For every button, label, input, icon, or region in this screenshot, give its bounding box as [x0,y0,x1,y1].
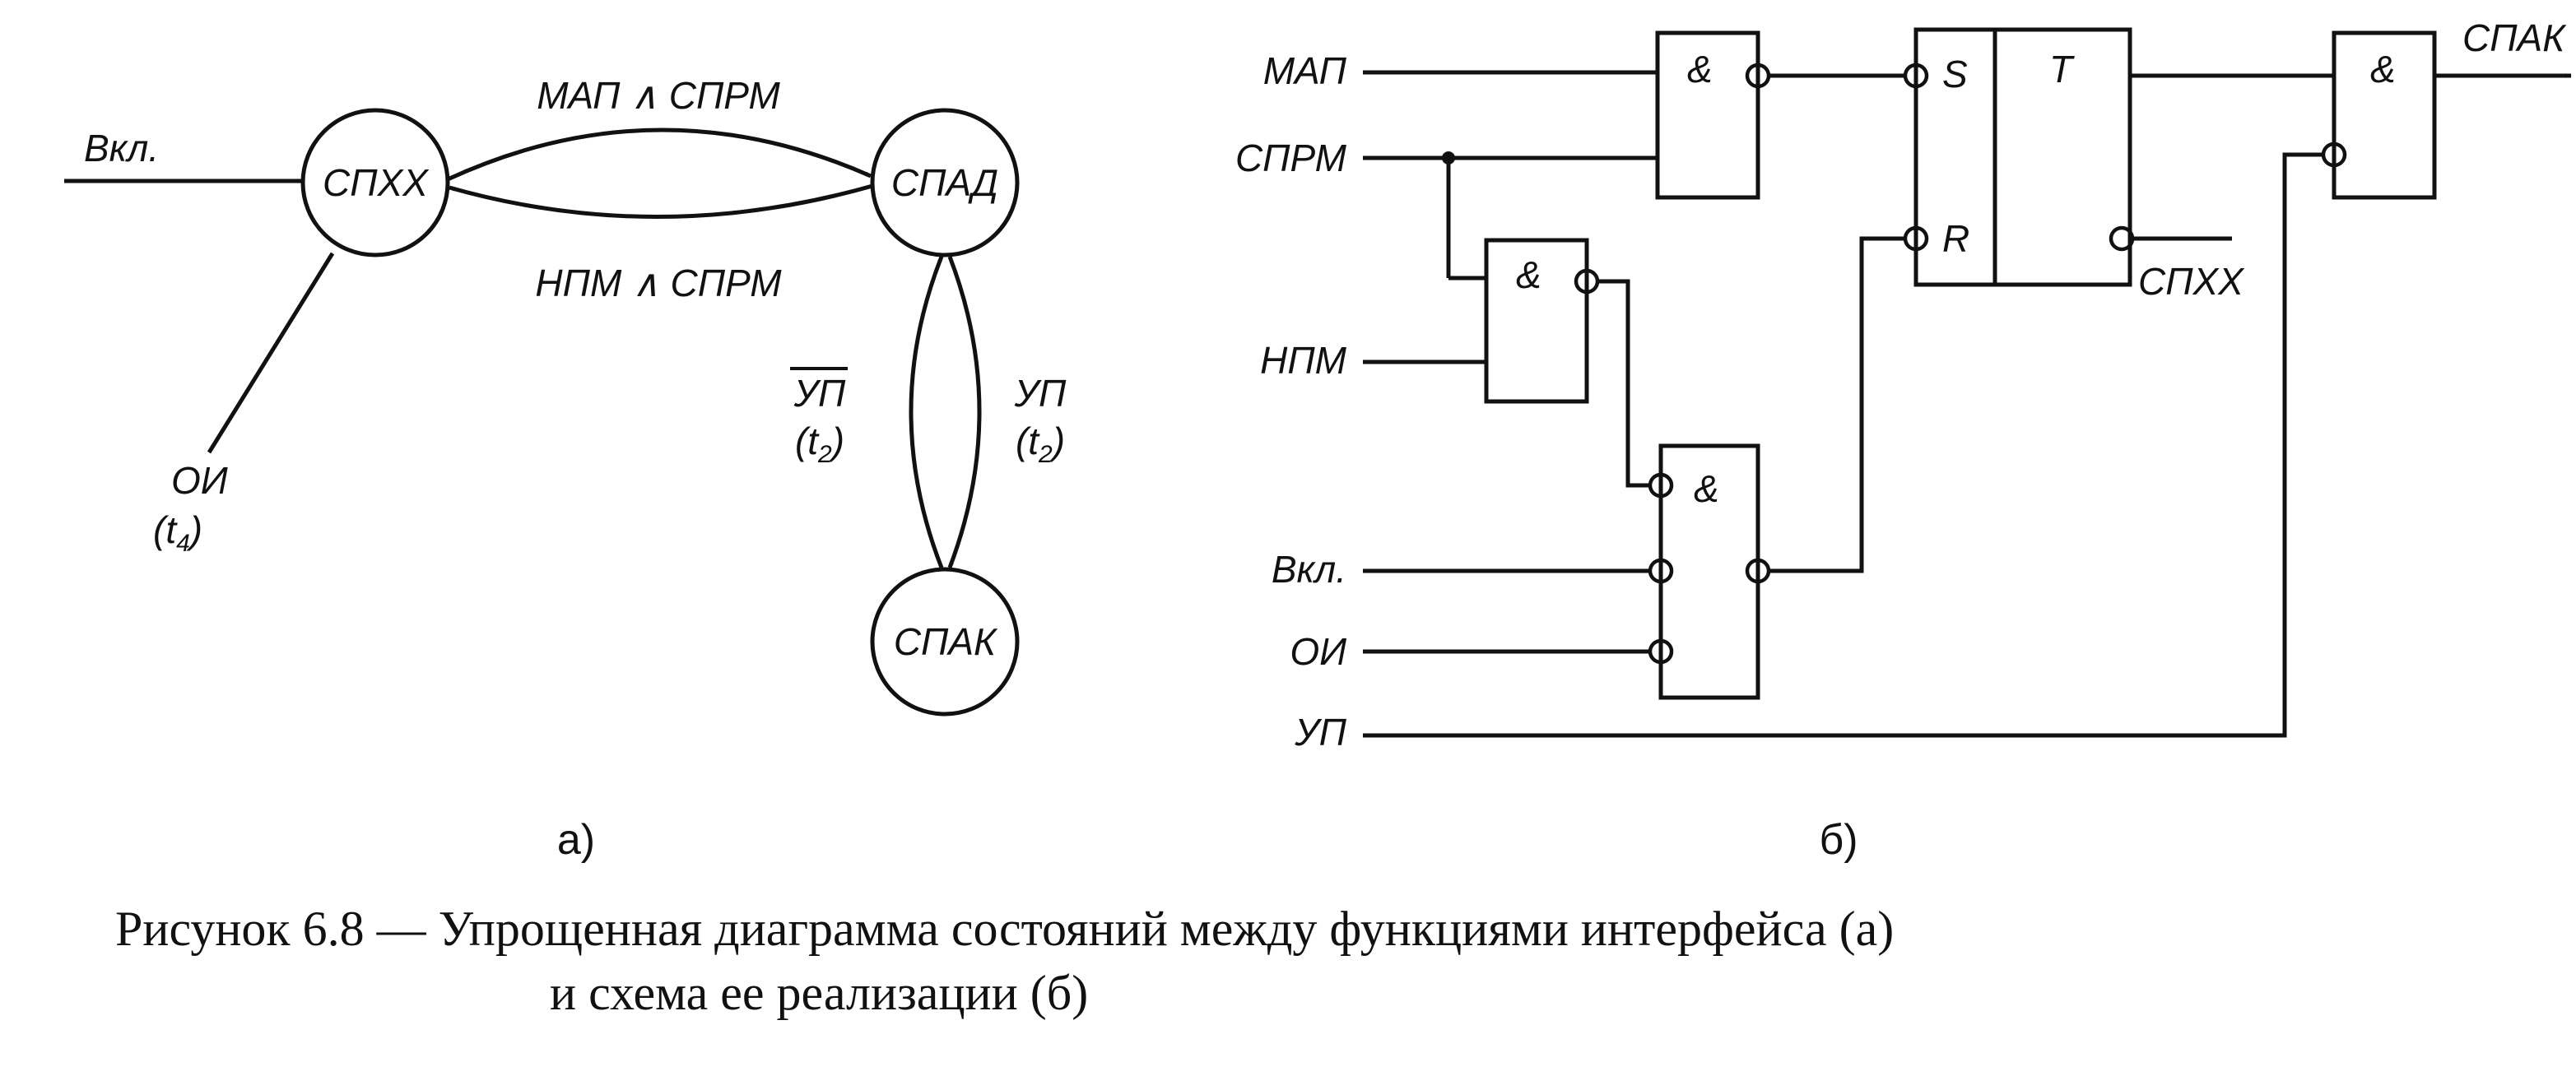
wire-gate-2-to-gate-3 [1597,279,1651,488]
transition-up-arrow [947,256,982,568]
input-up-label: УП [1294,711,1346,754]
transition-map-sprm-label: МАП ∧ СПРМ [537,74,780,117]
transition-oi-arrow [207,252,335,454]
output-spxx-label: СПХХ [2138,260,2245,303]
state-spad-circle [870,108,1020,257]
input-vkl-label: Вкл. [1272,548,1346,591]
trigger-box [1913,27,2132,287]
input-sprm-label: СПРМ [1235,137,1347,179]
gate-1-box [1655,30,1760,200]
transition-not-up-arrow [909,256,944,568]
panel-a-label: а) [557,816,595,864]
wire-gate-3-to-r [1769,236,1906,573]
gate-3-input-1-inverter [1648,472,1674,499]
input-map-label: МАП [1263,49,1347,92]
trigger-s-inverter [1903,63,1929,89]
state-diagram: СПХХ СПАД СПАК Вкл. ОИ (t4) МАП ∧ СПРМ Н… [64,74,1067,864]
gate-1-symbol: & [1687,48,1713,90]
gate-2-box [1484,238,1589,404]
transition-oi-label: ОИ [171,459,228,502]
trigger-r-label: R [1942,217,1969,260]
gate-2-symbol: & [1516,253,1541,296]
transition-oi-time: (t4) [153,508,202,557]
output-spak-label: СПАК [2462,16,2567,59]
gate-3-box [1658,443,1760,700]
transition-npm-sprm-arrow [449,183,873,219]
state-spxx-label: СПХХ [323,161,430,204]
trigger-r-inverter [1903,225,1929,252]
transition-map-sprm-arrow [446,128,872,182]
transition-vkl-label: Вкл. [84,127,159,169]
input-npm-label: НПМ [1260,339,1347,382]
trigger-t-label: T [2049,48,2075,90]
panel-b-label: б) [1819,816,1858,864]
circuit-diagram: МАП СПРМ НПМ Вкл. ОИ УП & & & [1235,16,2572,864]
trigger-s-label: S [1942,53,1968,95]
transition-not-up-label: УП [793,372,846,415]
caption-line-1: Рисунок 6.8 — Упрощенная диаграмма состо… [115,902,1895,956]
state-spak-label: СПАК [894,620,998,663]
transition-not-up-time: (t2) [795,420,844,468]
transition-npm-sprm-label: НПМ ∧ СПРМ [535,262,782,304]
gate-4-box [2332,30,2437,200]
transition-up-label: УП [1014,372,1067,415]
gate-4-symbol: & [2370,48,2396,90]
caption-line-2: и схема ее реализации (б) [550,966,1089,1020]
wire-up [1363,152,2323,738]
transition-up-time: (t2) [1016,420,1065,468]
state-spad-label: СПАД [891,161,998,204]
state-spak-circle [870,567,1020,717]
gate-3-symbol: & [1694,467,1719,510]
input-oi-label: ОИ [1290,630,1346,673]
